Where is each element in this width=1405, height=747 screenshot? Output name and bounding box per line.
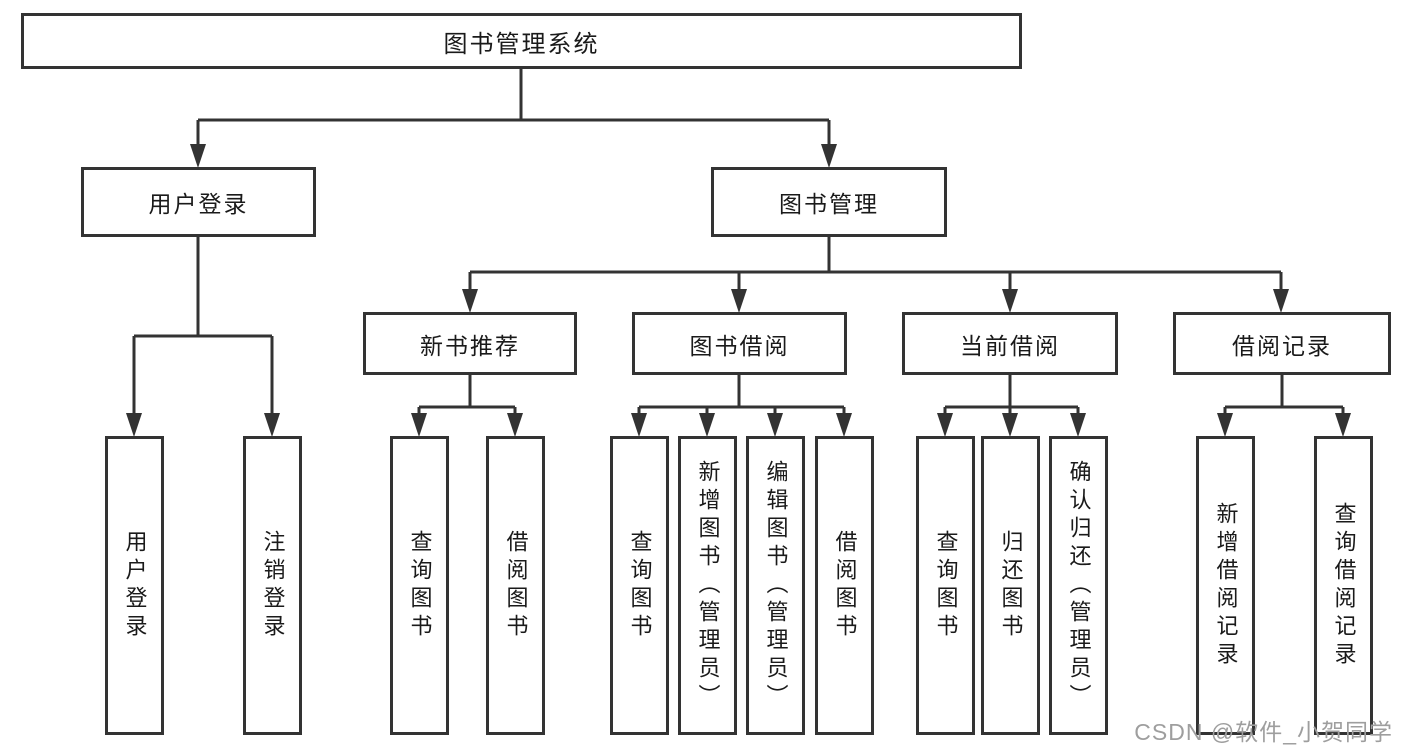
connector-current-borrow-children [943,375,1080,416]
arrow-down-icon [507,413,523,437]
leaf-query-books-2: 查询图书 [610,436,669,735]
arrow-down-icon [462,289,478,313]
connector-borrow-records-children [1223,375,1345,416]
arrow-down-icon [264,413,280,437]
arrow-down-icon [821,144,837,168]
connector-new-book-children [417,375,517,416]
arrow-down-icon [1002,289,1018,313]
leaf-query-borrow-record: 查询借阅记录 [1314,436,1373,735]
arrow-down-icon [1217,413,1233,437]
arrow-down-icon [1335,413,1351,437]
connector-user-login-children [132,237,274,415]
connector-book-management-children [468,237,1283,291]
connector-book-borrow-children [637,375,846,416]
leaf-borrow-books: 借阅图书 [486,436,545,735]
leaf-borrow-books-2: 借阅图书 [815,436,874,735]
arrow-down-icon [767,413,783,437]
arrow-down-icon [1070,413,1086,437]
arrow-down-icon [731,289,747,313]
leaf-query-books-3: 查询图书 [916,436,975,735]
node-book-management: 图书管理 [711,167,947,237]
arrow-down-icon [1002,413,1018,437]
leaf-edit-book-admin: 编辑图书（管理员） [746,436,805,735]
node-new-book-recommend: 新书推荐 [363,312,577,375]
connector-root-to-branches [196,68,831,146]
leaf-add-borrow-record: 新增借阅记录 [1196,436,1255,735]
arrow-down-icon [937,413,953,437]
leaf-query-books: 查询图书 [390,436,449,735]
leaf-logout: 注销登录 [243,436,302,735]
leaf-confirm-return-admin: 确认归还（管理员） [1049,436,1108,735]
leaf-user-login: 用户登录 [105,436,164,735]
leaf-return-books: 归还图书 [981,436,1040,735]
node-book-borrowing: 图书借阅 [632,312,847,375]
arrow-down-icon [126,413,142,437]
arrow-down-icon [631,413,647,437]
node-borrow-records: 借阅记录 [1173,312,1391,375]
node-library-system: 图书管理系统 [21,13,1022,69]
node-current-borrowing: 当前借阅 [902,312,1118,375]
arrow-down-icon [1273,289,1289,313]
leaf-add-book-admin: 新增图书（管理员） [678,436,737,735]
arrow-down-icon [699,413,715,437]
csdn-watermark: CSDN @软件_小贺同学 [1134,719,1393,745]
arrow-down-icon [411,413,427,437]
node-user-login: 用户登录 [81,167,316,237]
arrow-down-icon [190,144,206,168]
arrow-down-icon [836,413,852,437]
